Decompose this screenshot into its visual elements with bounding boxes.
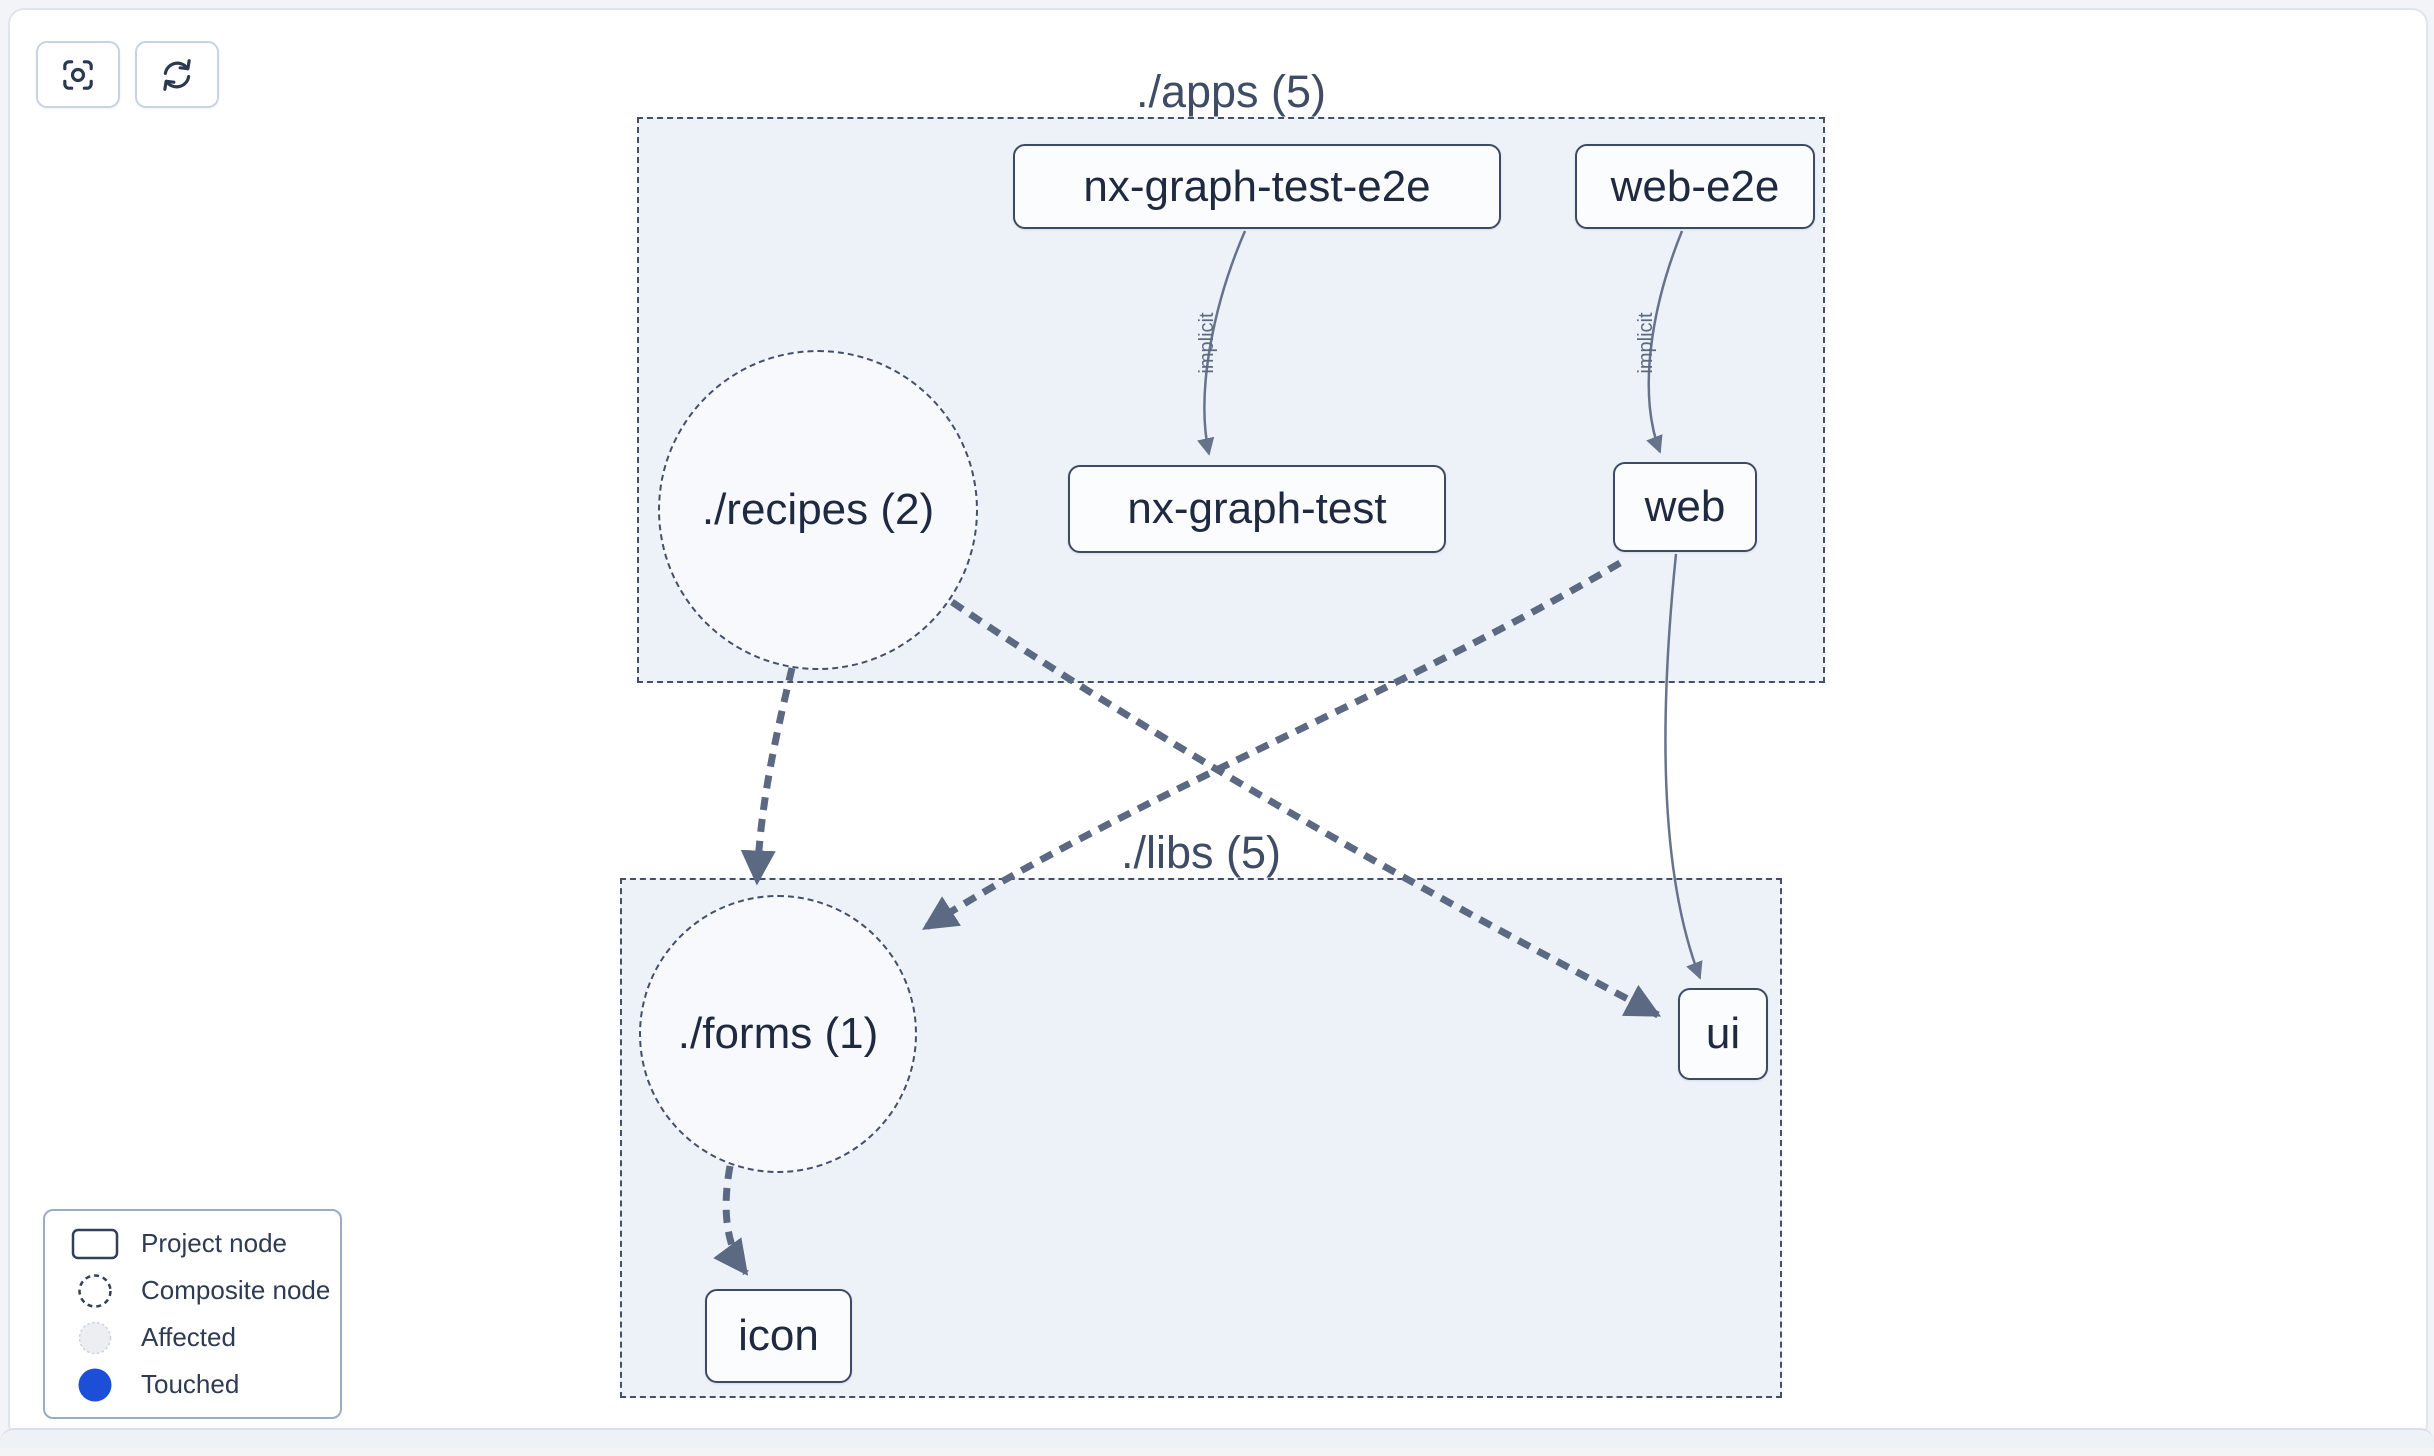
edge-nx-graph-test-e2e-to-nx-graph-test[interactable] <box>1197 230 1247 456</box>
edge-recipes-to-forms[interactable] <box>740 667 796 886</box>
node-nx-graph-test-label: nx-graph-test <box>1127 484 1387 533</box>
edge-forms-to-icon[interactable] <box>713 1165 749 1276</box>
composite-node-forms-label: ./forms (1) <box>677 1009 879 1058</box>
center-graph-button[interactable] <box>36 41 120 108</box>
composite-node-swatch <box>71 1273 119 1309</box>
legend-label: Touched <box>141 1369 240 1399</box>
node-web[interactable]: web <box>1613 462 1757 552</box>
node-nx-graph-test[interactable]: nx-graph-test <box>1068 465 1446 553</box>
composite-node-recipes-label: ./recipes (2) <box>701 485 935 534</box>
edge-web-to-forms[interactable] <box>922 559 1622 931</box>
node-web-label: web <box>1644 482 1726 531</box>
touched-swatch <box>71 1367 119 1403</box>
refresh-graph-button[interactable] <box>135 41 219 108</box>
composite-node-recipes[interactable]: ./recipes (2) <box>658 350 978 670</box>
group-apps-title: ./apps (5) <box>1135 66 1327 117</box>
node-nx-graph-test-e2e-label: nx-graph-test-e2e <box>1083 161 1431 211</box>
legend-item-composite-node: Composite node <box>71 1272 340 1310</box>
node-web-e2e[interactable]: web-e2e <box>1575 144 1815 229</box>
edge-web-to-ui[interactable] <box>1664 553 1703 980</box>
node-ui[interactable]: ui <box>1678 988 1768 1080</box>
node-web-e2e-label: web-e2e <box>1610 161 1780 211</box>
composite-node-forms[interactable]: ./forms (1) <box>639 895 917 1173</box>
node-icon-label: icon <box>738 1311 819 1360</box>
legend-label: Composite node <box>141 1275 331 1305</box>
node-ui-label: ui <box>1705 1009 1741 1058</box>
graph-canvas[interactable]: ./apps (5) ./libs (5) ./recipes (2) ./fo… <box>8 8 2428 1440</box>
edge-web-e2e-to-web[interactable] <box>1646 230 1684 454</box>
legend-item-project-node: Project node <box>71 1225 340 1263</box>
legend-label: Affected <box>141 1322 236 1352</box>
toolbar <box>36 41 219 108</box>
focus-icon <box>63 59 93 90</box>
group-libs-title: ./libs (5) <box>1120 827 1282 878</box>
node-icon[interactable]: icon <box>705 1289 852 1383</box>
refresh-icon <box>163 58 191 91</box>
legend-label: Project node <box>141 1228 287 1258</box>
bottom-panel <box>0 1428 2434 1448</box>
legend: Project node Composite node Affected <box>43 1209 342 1419</box>
legend-item-touched: Touched <box>71 1366 340 1404</box>
affected-swatch <box>71 1320 119 1356</box>
legend-item-affected: Affected <box>71 1319 340 1357</box>
edge-recipes-to-ui[interactable] <box>950 599 1662 1019</box>
project-node-swatch <box>71 1226 119 1262</box>
node-nx-graph-test-e2e[interactable]: nx-graph-test-e2e <box>1013 144 1501 229</box>
